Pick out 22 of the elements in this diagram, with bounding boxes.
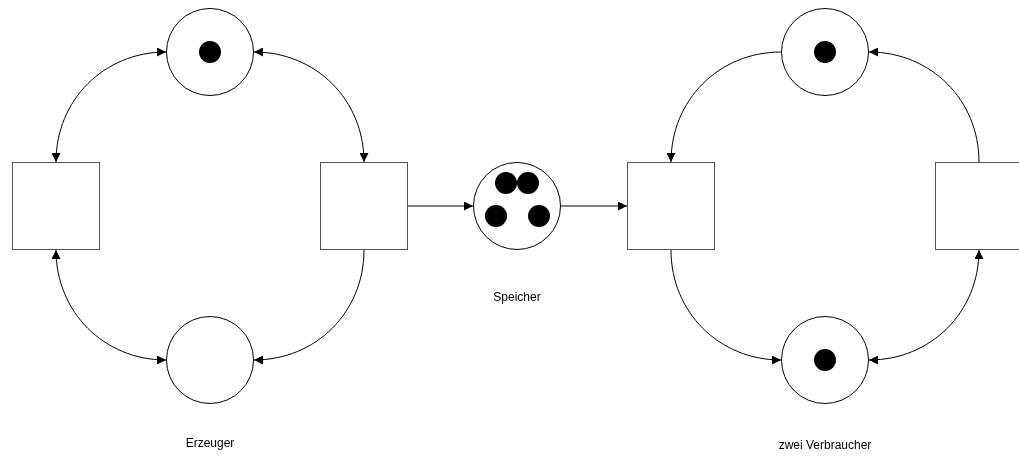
transition-box: [935, 162, 1019, 250]
transition-box: [627, 162, 715, 250]
place-circle: [781, 8, 869, 96]
place-circle: [473, 162, 561, 250]
place-circle: [781, 316, 869, 404]
place-circle: [166, 8, 254, 96]
group-label: Erzeuger: [185, 436, 235, 450]
arc-arrow: [407, 201, 474, 211]
arc-arrow: [52, 249, 167, 364]
arc-arrow: [253, 48, 368, 163]
group-label: Speicher: [493, 290, 541, 304]
transition-box: [320, 162, 408, 250]
transition-box: [12, 162, 100, 250]
arc-arrow: [670, 249, 782, 364]
arc-arrow: [667, 51, 782, 163]
arc-arrow: [868, 249, 983, 364]
arc-arrow: [253, 249, 365, 364]
arc-arrow: [868, 48, 980, 163]
group-label: zwei Verbraucher: [778, 438, 872, 452]
arc-arrow: [52, 48, 167, 163]
place-circle: [166, 316, 254, 404]
arc-arrow: [560, 201, 628, 211]
